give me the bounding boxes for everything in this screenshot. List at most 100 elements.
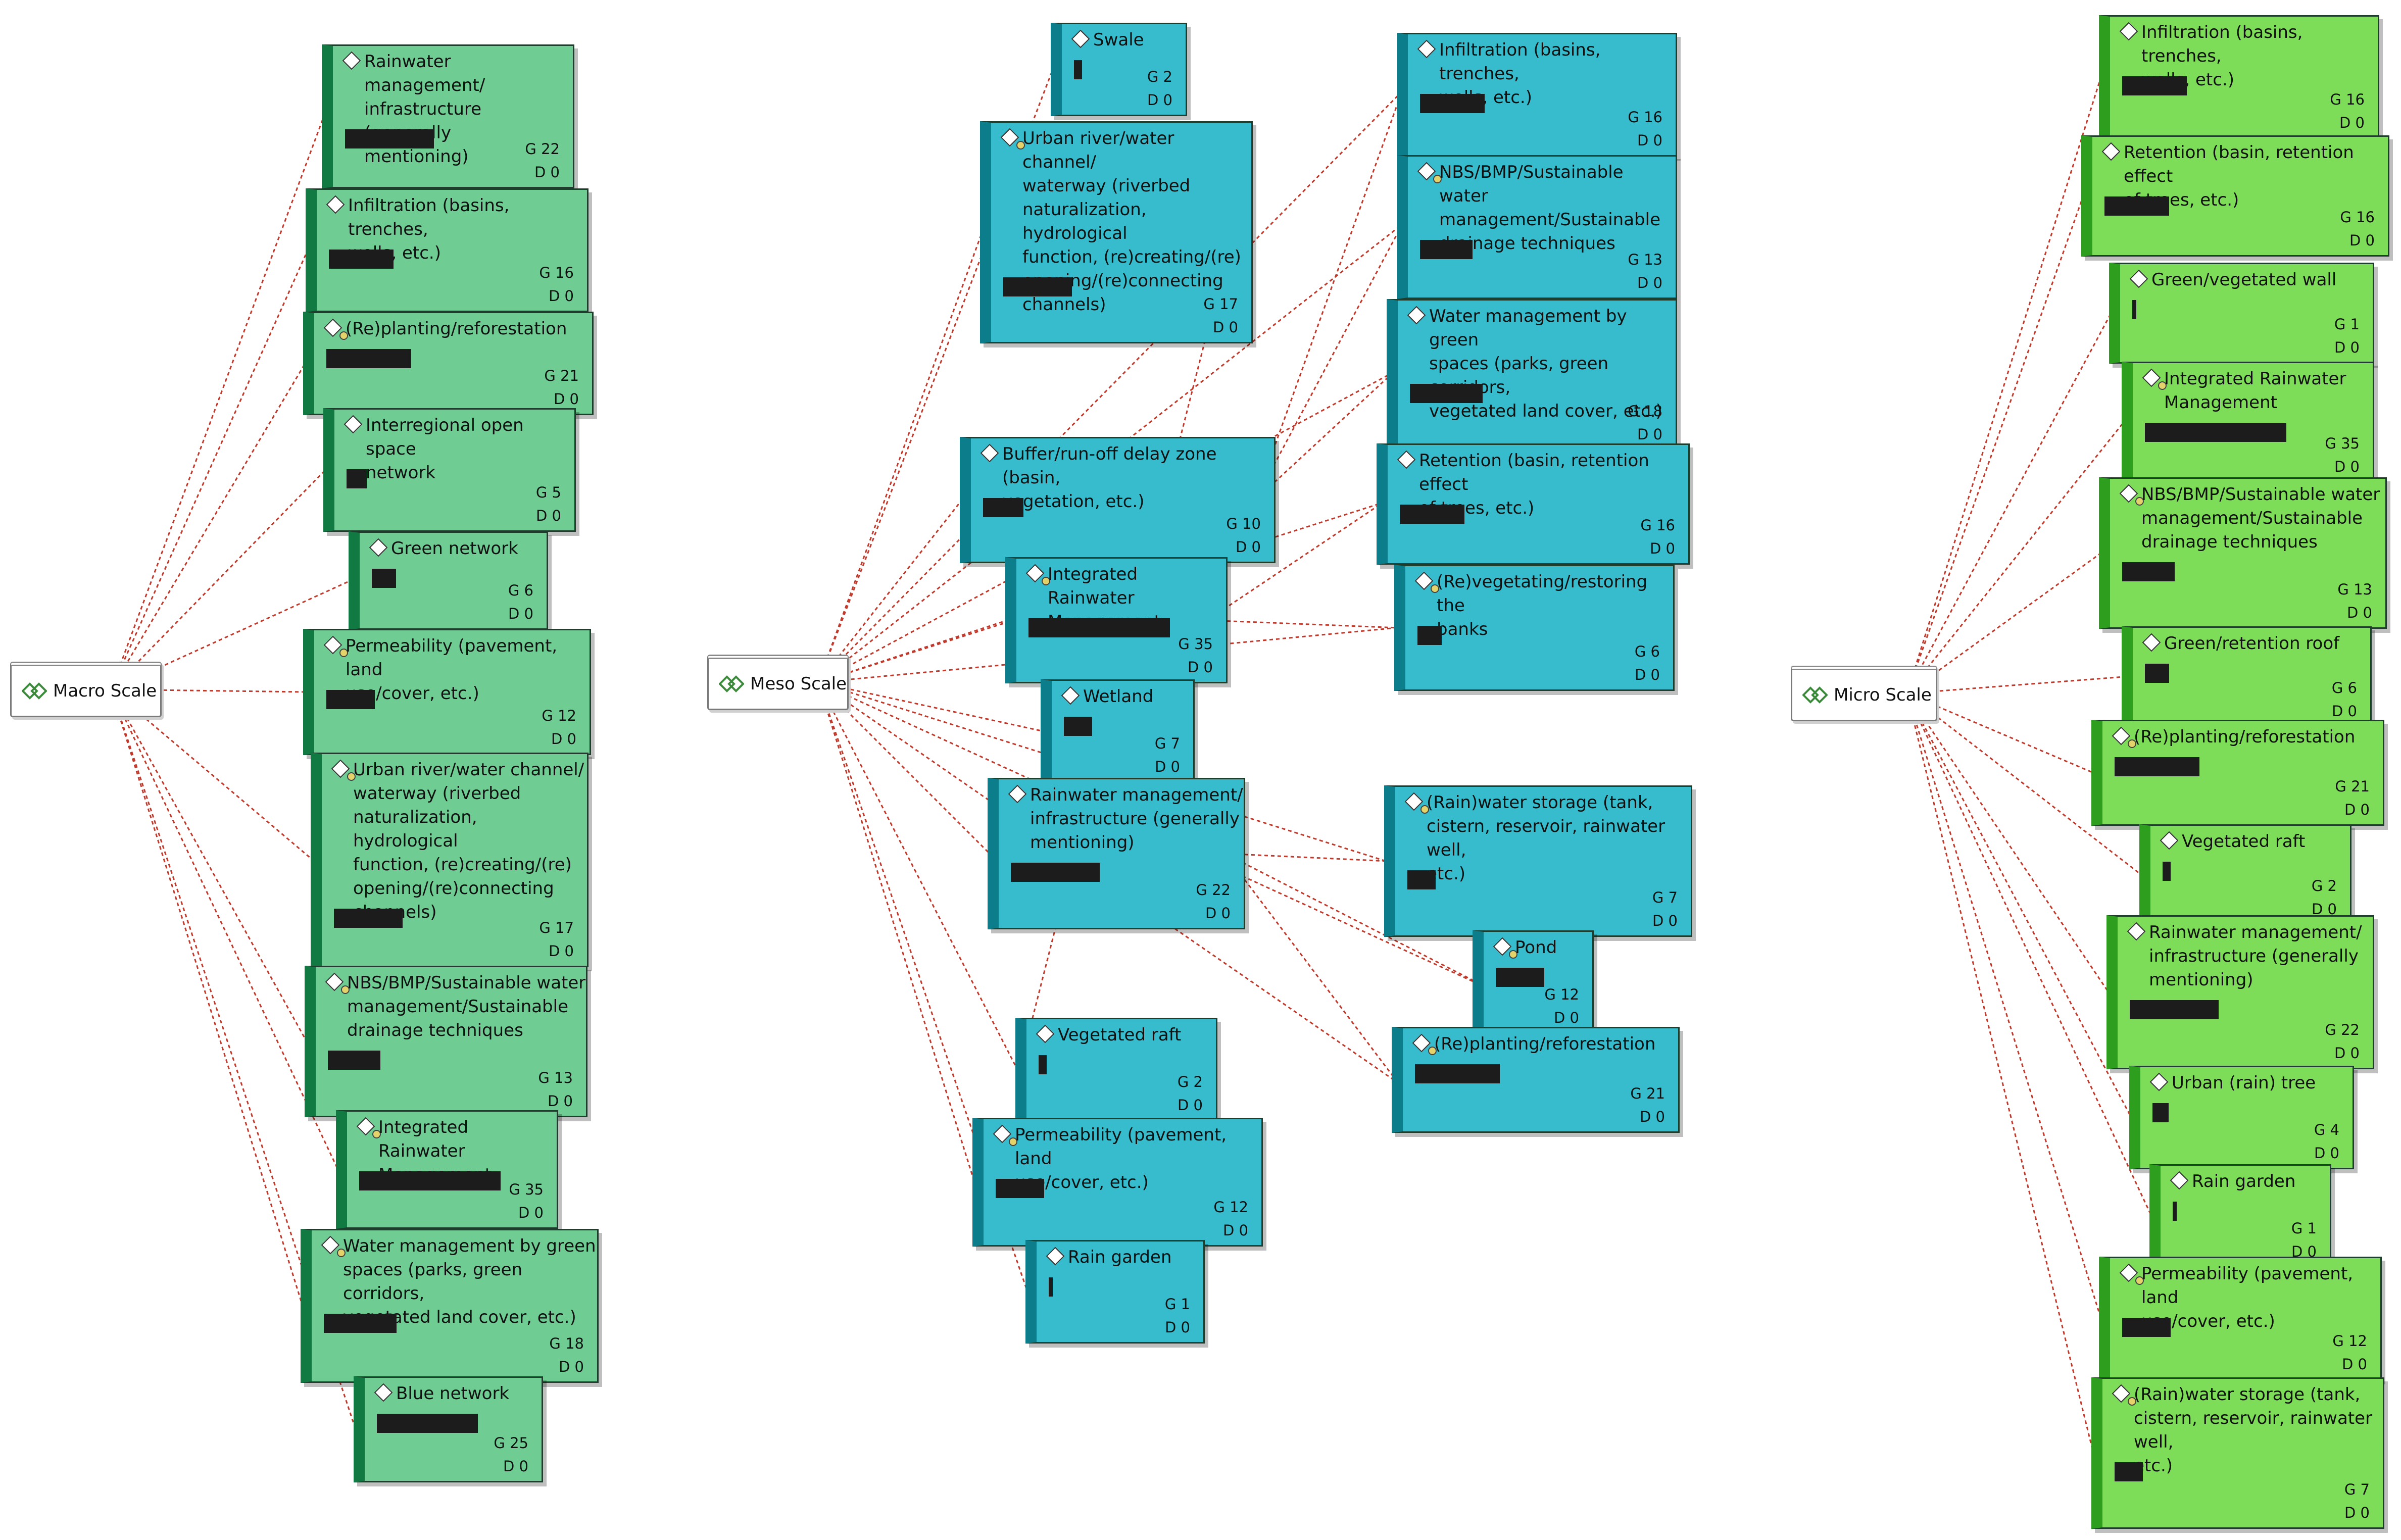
- groundedness-count: G 2: [1147, 68, 1172, 85]
- groundedness-count: G 18: [1628, 403, 1662, 420]
- density-count: D 0: [551, 730, 576, 748]
- density-count: D 0: [549, 287, 574, 305]
- code-label: Rainwater management/ infrastructure (ge…: [1030, 785, 1243, 853]
- code-node-ma2[interactable]: Infiltration (basins, trenches, wells, e…: [306, 188, 589, 312]
- code-label: Urban river/water channel/ waterway (riv…: [1022, 128, 1241, 315]
- density-count: D 0: [536, 507, 561, 524]
- grounding-bar: [2115, 757, 2199, 776]
- code-node-me2[interactable]: Urban river/water channel/ waterway (riv…: [980, 121, 1253, 343]
- code-node-mi5[interactable]: NBS/BMP/Sustainable water management/Sus…: [2099, 477, 2387, 629]
- code-node-mi9[interactable]: Rainwater management/ infrastructure (ge…: [2106, 915, 2374, 1069]
- code-node-mi1[interactable]: Infiltration (basins, trenches, wells, e…: [2099, 15, 2379, 139]
- code-node-ma8[interactable]: NBS/BMP/Sustainable water management/Sus…: [305, 966, 587, 1117]
- density-count: D 0: [2347, 604, 2372, 621]
- groundedness-count: G 4: [2314, 1121, 2339, 1138]
- grounding-bar: [329, 250, 394, 269]
- code-node-me3[interactable]: Buffer/run-off delay zone (basin, vegeta…: [960, 437, 1276, 563]
- link-me6-me15: [1224, 853, 1389, 862]
- code-node-me10[interactable]: Infiltration (basins, trenches, wells, e…: [1397, 33, 1677, 157]
- macro-scale-root[interactable]: Macro Scale: [10, 662, 162, 717]
- grounding-bar: [2122, 76, 2187, 95]
- groundedness-count: G 6: [2331, 679, 2357, 697]
- density-count: D 0: [2334, 1045, 2360, 1062]
- code-node-ma1[interactable]: Rainwater management/ infrastructure (ge…: [322, 44, 574, 188]
- density-count: D 0: [1223, 1222, 1248, 1239]
- density-count: D 0: [1637, 132, 1662, 149]
- code-diamond-icon: [342, 51, 361, 70]
- code-node-me13[interactable]: Retention (basin, retention effect of tr…: [1377, 443, 1690, 565]
- meso-scale-root[interactable]: Meso Scale: [707, 655, 849, 710]
- comment-badge-icon: [1433, 175, 1442, 183]
- code-label: Rain garden: [2192, 1171, 2296, 1191]
- code-node-ma10[interactable]: Water management by green spaces (parks,…: [301, 1229, 599, 1383]
- micro-scale-root[interactable]: Micro Scale: [1791, 666, 1937, 721]
- density-count: D 0: [1205, 905, 1231, 922]
- code-diamond-icon: [326, 195, 345, 214]
- density-count: D 0: [1652, 912, 1678, 929]
- density-count: D 0: [1178, 1097, 1203, 1114]
- groundedness-count: G 16: [2340, 209, 2375, 226]
- code-node-me11[interactable]: NBS/BMP/Sustainable water management/Sus…: [1397, 155, 1677, 299]
- code-label: Rainwater management/ infrastructure (ge…: [364, 52, 485, 167]
- groundedness-count: G 21: [544, 367, 579, 384]
- grounding-bar: [377, 1414, 478, 1433]
- code-diamond-icon: [1417, 39, 1436, 59]
- code-label: Water management by green spaces (parks,…: [343, 1236, 596, 1327]
- link-macro-ma1: [110, 116, 325, 690]
- code-label: Buffer/run-off delay zone (basin, vegeta…: [1002, 444, 1217, 512]
- code-label: NBS/BMP/Sustainable water management/Sus…: [1439, 162, 1660, 254]
- code-node-mi13[interactable]: (Rain)water storage (tank, cistern, rese…: [2091, 1377, 2384, 1529]
- code-node-me15[interactable]: (Rain)water storage (tank, cistern, rese…: [1384, 785, 1692, 937]
- code-label: Infiltration (basins, trenches, wells, e…: [348, 195, 510, 263]
- density-count: D 0: [1637, 426, 1662, 443]
- comment-badge-icon: [337, 1249, 346, 1257]
- grounding-bar: [324, 1314, 397, 1333]
- code-label: Vegetated raft: [2182, 831, 2306, 852]
- grounding-bar: [326, 690, 375, 709]
- groundedness-count: G 13: [538, 1069, 573, 1086]
- code-node-mi2[interactable]: Retention (basin, retention effect of tr…: [2081, 135, 2389, 257]
- code-label: (Re)planting/reforestation: [1434, 1034, 1656, 1054]
- density-count: D 0: [2339, 114, 2365, 131]
- code-label: Blue network: [396, 1383, 510, 1404]
- grounding-bar: [2145, 664, 2169, 683]
- code-diamond-icon: [1046, 1247, 1065, 1266]
- density-count: D 0: [1554, 1009, 1579, 1026]
- link-micro-mi9: [1906, 693, 2110, 993]
- code-node-mi12[interactable]: Permeability (pavement, land use/cover, …: [2099, 1257, 2382, 1380]
- code-node-me8[interactable]: Permeability (pavement, land use/cover, …: [972, 1118, 1263, 1247]
- code-node-me6[interactable]: Rainwater management/ infrastructure (ge…: [988, 778, 1245, 929]
- groundedness-count: G 12: [1544, 986, 1579, 1003]
- density-count: D 0: [2312, 901, 2337, 918]
- code-group-icon: [719, 675, 744, 692]
- code-node-ma6[interactable]: Permeability (pavement, land use/cover, …: [303, 629, 591, 755]
- density-count: D 0: [1640, 1108, 1665, 1125]
- groundedness-count: G 21: [2335, 778, 2370, 795]
- code-node-me12[interactable]: Water management by green spaces (parks,…: [1387, 299, 1677, 451]
- code-label: Urban (rain) tree: [2172, 1073, 2316, 1093]
- grounding-bar: [1410, 384, 1483, 403]
- code-node-ma7[interactable]: Urban river/water channel/ waterway (riv…: [311, 753, 589, 967]
- grounding-bar: [1028, 618, 1170, 637]
